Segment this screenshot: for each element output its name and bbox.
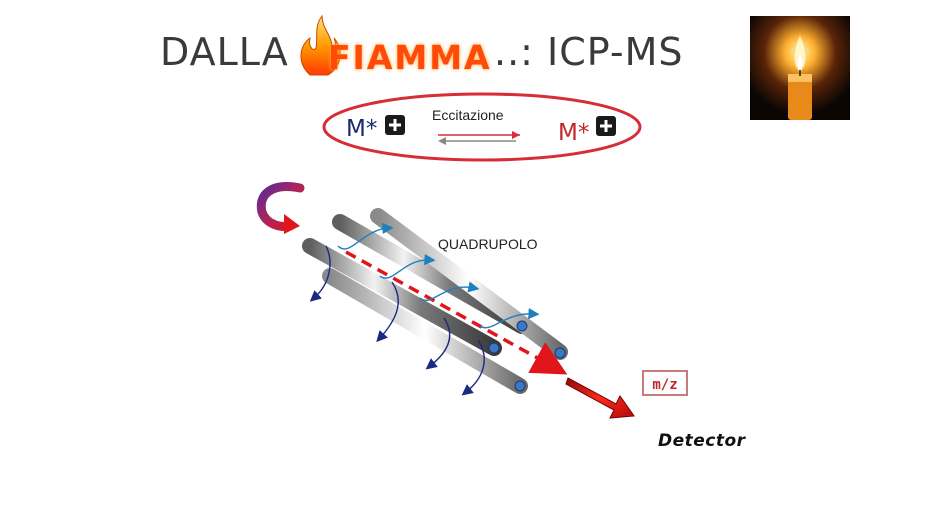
ion-path	[345, 250, 568, 375]
plus-icon	[385, 115, 405, 135]
title-flame-word: FIAMMA	[328, 38, 492, 77]
rod	[322, 268, 528, 394]
mz-label: m/z	[642, 370, 688, 396]
equilibrium-arrows	[438, 131, 520, 145]
curved-arrow-icon	[256, 182, 305, 234]
candle-photo	[750, 16, 850, 120]
detector-arrow	[565, 377, 635, 419]
reaction-ellipse	[322, 92, 642, 162]
plus-icon	[596, 116, 616, 136]
quadrupole-label: QUADRUPOLO	[438, 236, 538, 252]
rod	[302, 238, 502, 356]
flame-icon	[300, 14, 341, 76]
title-suffix: ..: ICP-MS	[494, 30, 684, 74]
detector-label: Detector	[658, 431, 746, 451]
arrow-label: Eccitazione	[432, 107, 504, 123]
left-species: M*	[346, 116, 378, 142]
right-species: M*	[558, 120, 590, 146]
stable-trajectories	[337, 222, 540, 329]
ejected-trajectories	[309, 245, 485, 396]
title-prefix: DALLA	[160, 30, 289, 74]
